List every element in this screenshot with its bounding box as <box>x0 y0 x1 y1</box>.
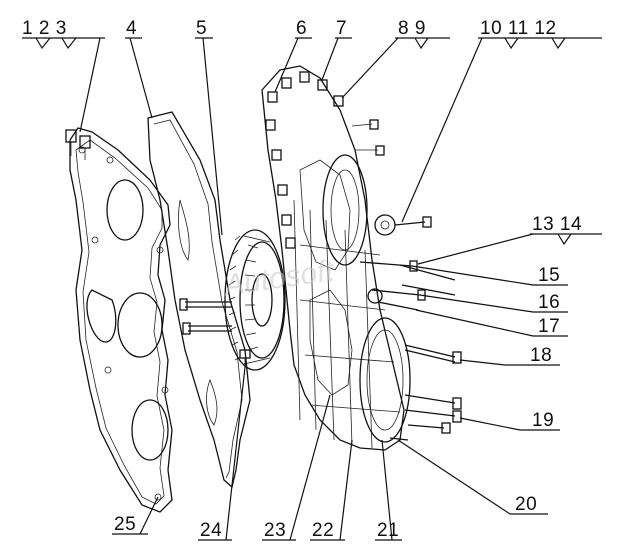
part-labels: 1 2 3 4 5 6 7 8 9 10 11 12 13 14 15 16 1… <box>22 18 582 541</box>
label-18: 18 <box>530 345 552 366</box>
timing-cover-part-22 <box>261 65 405 451</box>
label-20: 20 <box>515 494 537 515</box>
label-1-2-3: 1 2 3 <box>22 18 67 39</box>
label-23: 23 <box>264 520 286 541</box>
label-24: 24 <box>200 520 222 541</box>
label-21: 21 <box>377 520 399 541</box>
label-22: 22 <box>312 520 334 541</box>
label-16: 16 <box>538 292 560 313</box>
bolts-part-1-3 <box>65 129 91 160</box>
label-5: 5 <box>196 18 207 39</box>
top-studs-parts-6-9 <box>265 71 385 249</box>
right-bolts-parts-18-19 <box>389 344 462 441</box>
label-7: 7 <box>336 18 347 39</box>
bolts-left-gear <box>179 298 232 335</box>
label-19: 19 <box>532 410 554 431</box>
pulley-ring-parts-10-12 <box>322 154 432 266</box>
center-bolts-parts-13-17 <box>359 260 456 311</box>
label-25: 25 <box>114 514 136 535</box>
label-6: 6 <box>296 18 307 39</box>
leader-lines <box>22 37 602 541</box>
label-13-14: 13 14 <box>532 214 582 235</box>
label-10-11-12: 10 11 12 <box>480 18 557 39</box>
gear-part-5 <box>224 229 286 371</box>
label-4: 4 <box>126 18 137 39</box>
seal-ring-part-20 <box>359 317 411 443</box>
label-17: 17 <box>538 316 560 337</box>
label-15: 15 <box>538 265 560 286</box>
label-8-9: 8 9 <box>398 18 426 39</box>
